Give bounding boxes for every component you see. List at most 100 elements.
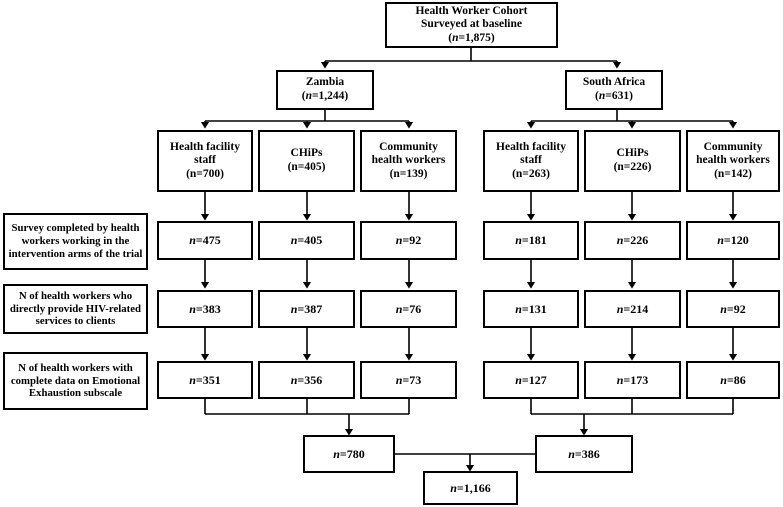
box-row2-zambia-1: n=383 (157, 290, 253, 328)
n-symbol: n (720, 372, 727, 387)
n-symbol: n (568, 446, 575, 461)
zambia-name: Zambia (305, 76, 345, 89)
n-symbol: n (717, 233, 724, 248)
cadre-z1-n: (n=700) (186, 167, 224, 180)
box-country-zambia: Zambia (n=1,244) (276, 70, 374, 110)
cadre-s1-line1: Health facility (496, 140, 566, 153)
box-cadre-zambia-community-health-workers: Community health workers (n=139) (360, 130, 457, 192)
row-label-2-text: N of health workers who directly provide… (9, 289, 142, 328)
n-symbol: n (290, 301, 298, 316)
box-row3-sa-2: n=173 (584, 361, 681, 399)
cohort-n: (n=1,875) (448, 31, 495, 44)
row2-z1-value: =383 (195, 301, 221, 316)
n-symbol: n (189, 301, 196, 316)
box-row1-zambia-3: n=92 (360, 221, 457, 260)
box-row2-sa-1: n=131 (483, 290, 579, 328)
cadre-z2-line1: CHiPs (290, 147, 323, 160)
box-total-combined: n=1,166 (423, 471, 518, 505)
row3-z2-value: =356 (297, 372, 323, 387)
box-row2-zambia-2: n=387 (258, 290, 355, 328)
box-row1-zambia-2: n=405 (258, 221, 355, 260)
row2-s1-value: =131 (521, 301, 547, 316)
row-label-emotional-exhaustion: N of health workers with complete data o… (3, 352, 148, 410)
n-symbol: n (189, 233, 196, 248)
row1-z3-value: =92 (402, 233, 422, 248)
n-symbol: n (616, 372, 624, 387)
box-cadre-sa-chips: CHiPs (n=226) (584, 130, 681, 192)
box-total-south-africa: n=386 (535, 435, 633, 473)
row-label-survey-completed: Survey completed by health workers worki… (3, 213, 148, 270)
cadre-s3-n: (n=142) (714, 167, 752, 180)
row-label-3-text: N of health workers with complete data o… (10, 361, 141, 400)
row1-s2-value: =226 (623, 233, 649, 248)
n-symbol: n (290, 372, 298, 387)
n-symbol: n (189, 372, 196, 387)
cadre-s3-line1: Community (703, 140, 763, 153)
box-row1-sa-1: n=181 (483, 221, 579, 260)
row-label-hiv-services: N of health workers who directly provide… (3, 284, 148, 334)
row1-s1-value: =181 (521, 233, 547, 248)
n-symbol: n (616, 301, 624, 316)
cadre-s1-line2: staff (520, 154, 542, 167)
row1-s3-value: =120 (723, 233, 749, 248)
row2-s3-value: =92 (726, 301, 746, 316)
box-cadre-zambia-health-facility-staff: Health facility staff (n=700) (157, 130, 253, 192)
cohort-line-2: Surveyed at baseline (421, 18, 522, 31)
row1-z2-value: =405 (297, 233, 323, 248)
n-symbol: n (616, 233, 624, 248)
box-cohort-baseline: Health Worker Cohort Surveyed at baselin… (385, 2, 558, 48)
cadre-z2-n: (n=405) (287, 161, 326, 173)
box-row1-sa-3: n=120 (686, 221, 780, 260)
box-row1-sa-2: n=226 (584, 221, 681, 260)
total-zambia-value: =780 (339, 446, 365, 461)
row3-z1-value: =351 (195, 372, 221, 387)
zambia-n: (n=1,244) (301, 90, 349, 102)
cadre-z1-line1: Health facility (170, 140, 240, 153)
n-symbol: n (395, 372, 403, 387)
box-row3-sa-3: n=86 (686, 361, 780, 399)
south-africa-name: South Africa (582, 76, 646, 89)
cadre-z1-line2: staff (194, 154, 216, 167)
n-symbol: n (450, 480, 457, 495)
cadre-s2-line1: CHiPs (616, 147, 649, 160)
n-symbol: n (515, 301, 522, 316)
n-symbol: n (515, 372, 522, 387)
cadre-s1-n: (n=263) (512, 167, 550, 180)
box-cadre-sa-health-facility-staff: Health facility staff (n=263) (483, 130, 579, 192)
box-row3-zambia-3: n=73 (360, 361, 457, 399)
n-symbol: n (515, 233, 522, 248)
cadre-s3-line2: health workers (696, 154, 770, 167)
row2-z3-value: =76 (402, 301, 422, 316)
row3-s1-value: =127 (521, 372, 547, 387)
box-row3-sa-1: n=127 (483, 361, 579, 399)
row1-z1-value: =475 (195, 233, 221, 248)
row-label-1-text: Survey completed by health workers worki… (8, 222, 143, 260)
box-row2-sa-3: n=92 (686, 290, 780, 328)
n-symbol: n (395, 233, 403, 248)
n-symbol: n (290, 233, 298, 248)
cohort-line-1: Health Worker Cohort (415, 4, 528, 17)
box-total-zambia: n=780 (303, 435, 395, 473)
cadre-z3-n: (n=139) (389, 167, 428, 180)
box-row3-zambia-1: n=351 (157, 361, 253, 399)
n-symbol: n (720, 301, 727, 316)
row3-s3-value: =86 (726, 372, 746, 387)
row3-s2-value: =173 (623, 372, 649, 387)
cadre-z3-line2: health workers (371, 154, 446, 167)
total-sa-value: =386 (574, 446, 600, 461)
row2-s2-value: =214 (623, 301, 649, 316)
box-row2-sa-2: n=214 (584, 290, 681, 328)
n-symbol: n (333, 446, 340, 461)
row2-z2-value: =387 (297, 301, 323, 316)
n-symbol: n (395, 301, 403, 316)
cadre-z3-line1: Community (379, 140, 438, 153)
box-row1-zambia-1: n=475 (157, 221, 253, 260)
south-africa-n: (n=631) (595, 90, 633, 102)
box-row2-zambia-3: n=76 (360, 290, 457, 328)
box-country-south-africa: South Africa (n=631) (565, 70, 663, 110)
box-row3-zambia-2: n=356 (258, 361, 355, 399)
cadre-s2-n: (n=226) (613, 161, 652, 173)
row3-z3-value: =73 (402, 372, 422, 387)
